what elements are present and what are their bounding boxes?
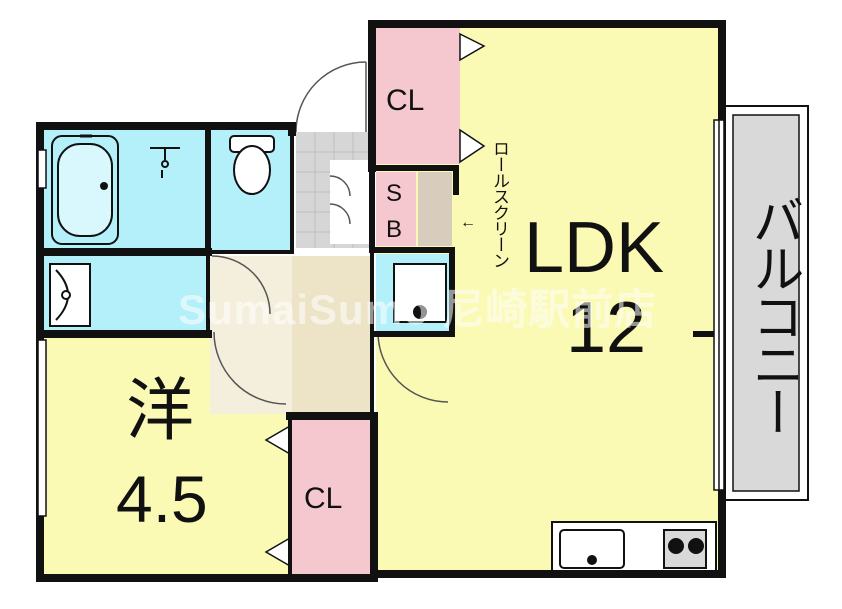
balcony — [723, 105, 809, 501]
roll-screen-label: ロールスクリーン — [489, 140, 509, 268]
watermark: SumaiSumo 尼崎駅前店 — [178, 286, 658, 333]
toilet-icon — [229, 135, 275, 195]
entrance — [296, 132, 372, 248]
western-room-size: 4.5 — [116, 462, 208, 536]
hall-floor — [292, 256, 372, 414]
shoe-box-label-s: S — [385, 180, 402, 207]
roll-screen-alcove — [418, 172, 452, 246]
shower-icon — [150, 147, 180, 178]
western-room-label: 洋 — [126, 372, 195, 451]
closet-door-marks — [264, 32, 486, 568]
ldk-label: LDK — [524, 208, 665, 288]
closet-bottom — [292, 418, 372, 578]
balcony-label: バルコニー — [743, 194, 803, 434]
closet-top — [376, 28, 460, 164]
shoe-box-label-b: B — [385, 216, 402, 243]
windows — [37, 119, 725, 517]
roll-screen-arrow: ← — [460, 214, 476, 231]
kitchen-counter — [551, 521, 717, 577]
ldk-size: 12 — [566, 288, 647, 368]
door-swings — [211, 61, 449, 405]
closet-top-label: CL — [386, 84, 425, 117]
washing-machine-icon — [393, 263, 447, 323]
washbasin-icon — [49, 263, 91, 327]
shoe-box — [376, 172, 416, 246]
closet-bottom-label: CL — [304, 482, 343, 515]
bathtub — [51, 134, 119, 245]
